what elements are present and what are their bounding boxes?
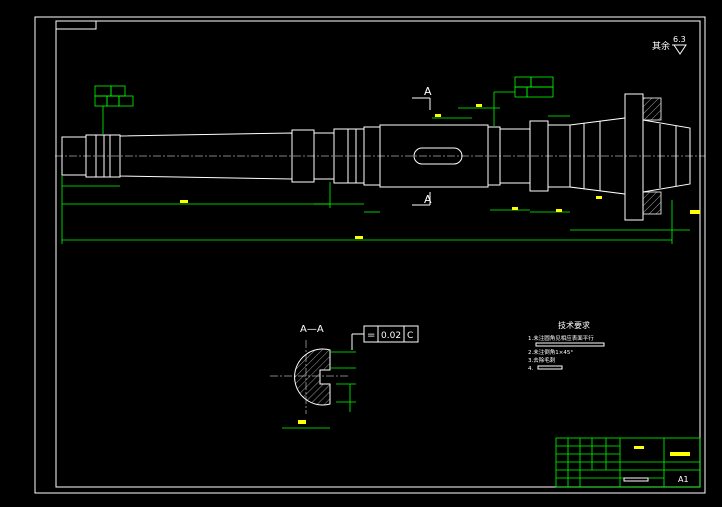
roughness-label: 其余 xyxy=(652,40,670,52)
section-circle xyxy=(294,348,331,406)
flange-hatch-bottom xyxy=(642,191,662,215)
tech-req-title: 技术要求 xyxy=(558,320,590,330)
tolerance-datum: C xyxy=(407,331,413,341)
flange-bore xyxy=(642,119,691,193)
dimensions xyxy=(61,104,700,244)
section-mark-bottom: A xyxy=(424,193,432,206)
tolerance-frame: = 0.02 C xyxy=(351,325,419,350)
code-box xyxy=(55,20,97,30)
gdt-right xyxy=(493,76,554,126)
section-view: A—A xyxy=(270,324,356,429)
tech-req-item-1: 1.未注圆角见相应表面平行 xyxy=(528,334,594,342)
inner-frame xyxy=(55,20,701,488)
section-cut-marks: A A xyxy=(412,85,432,206)
roughness-symbol xyxy=(672,44,687,55)
tolerance-symbol: = xyxy=(367,330,375,341)
title-block: A1 xyxy=(555,437,701,488)
tech-req-item-2: 2.未注倒角1×45° xyxy=(528,348,573,356)
section-mark-top: A xyxy=(424,85,432,98)
tech-requirements: 技术要求 1.未注圆角见相应表面平行 2.未注倒角1×45° 3.去除毛刺 4. xyxy=(528,320,605,372)
flange-hatch-top xyxy=(642,97,662,121)
gdt-left xyxy=(94,85,134,134)
tolerance-value: 0.02 xyxy=(381,331,401,341)
outer-frame xyxy=(34,16,706,494)
shaft-main-view xyxy=(55,93,705,221)
tech-req-item-4: 4. xyxy=(528,366,533,372)
keyway-slot xyxy=(413,147,463,165)
tech-req-item-3: 3.去除毛刺 xyxy=(528,356,556,364)
section-title: A—A xyxy=(300,324,324,335)
roughness-note: 其余 6.3 xyxy=(652,35,687,55)
sheet-size: A1 xyxy=(678,475,689,484)
flange xyxy=(624,93,644,221)
roughness-value: 6.3 xyxy=(673,35,686,44)
